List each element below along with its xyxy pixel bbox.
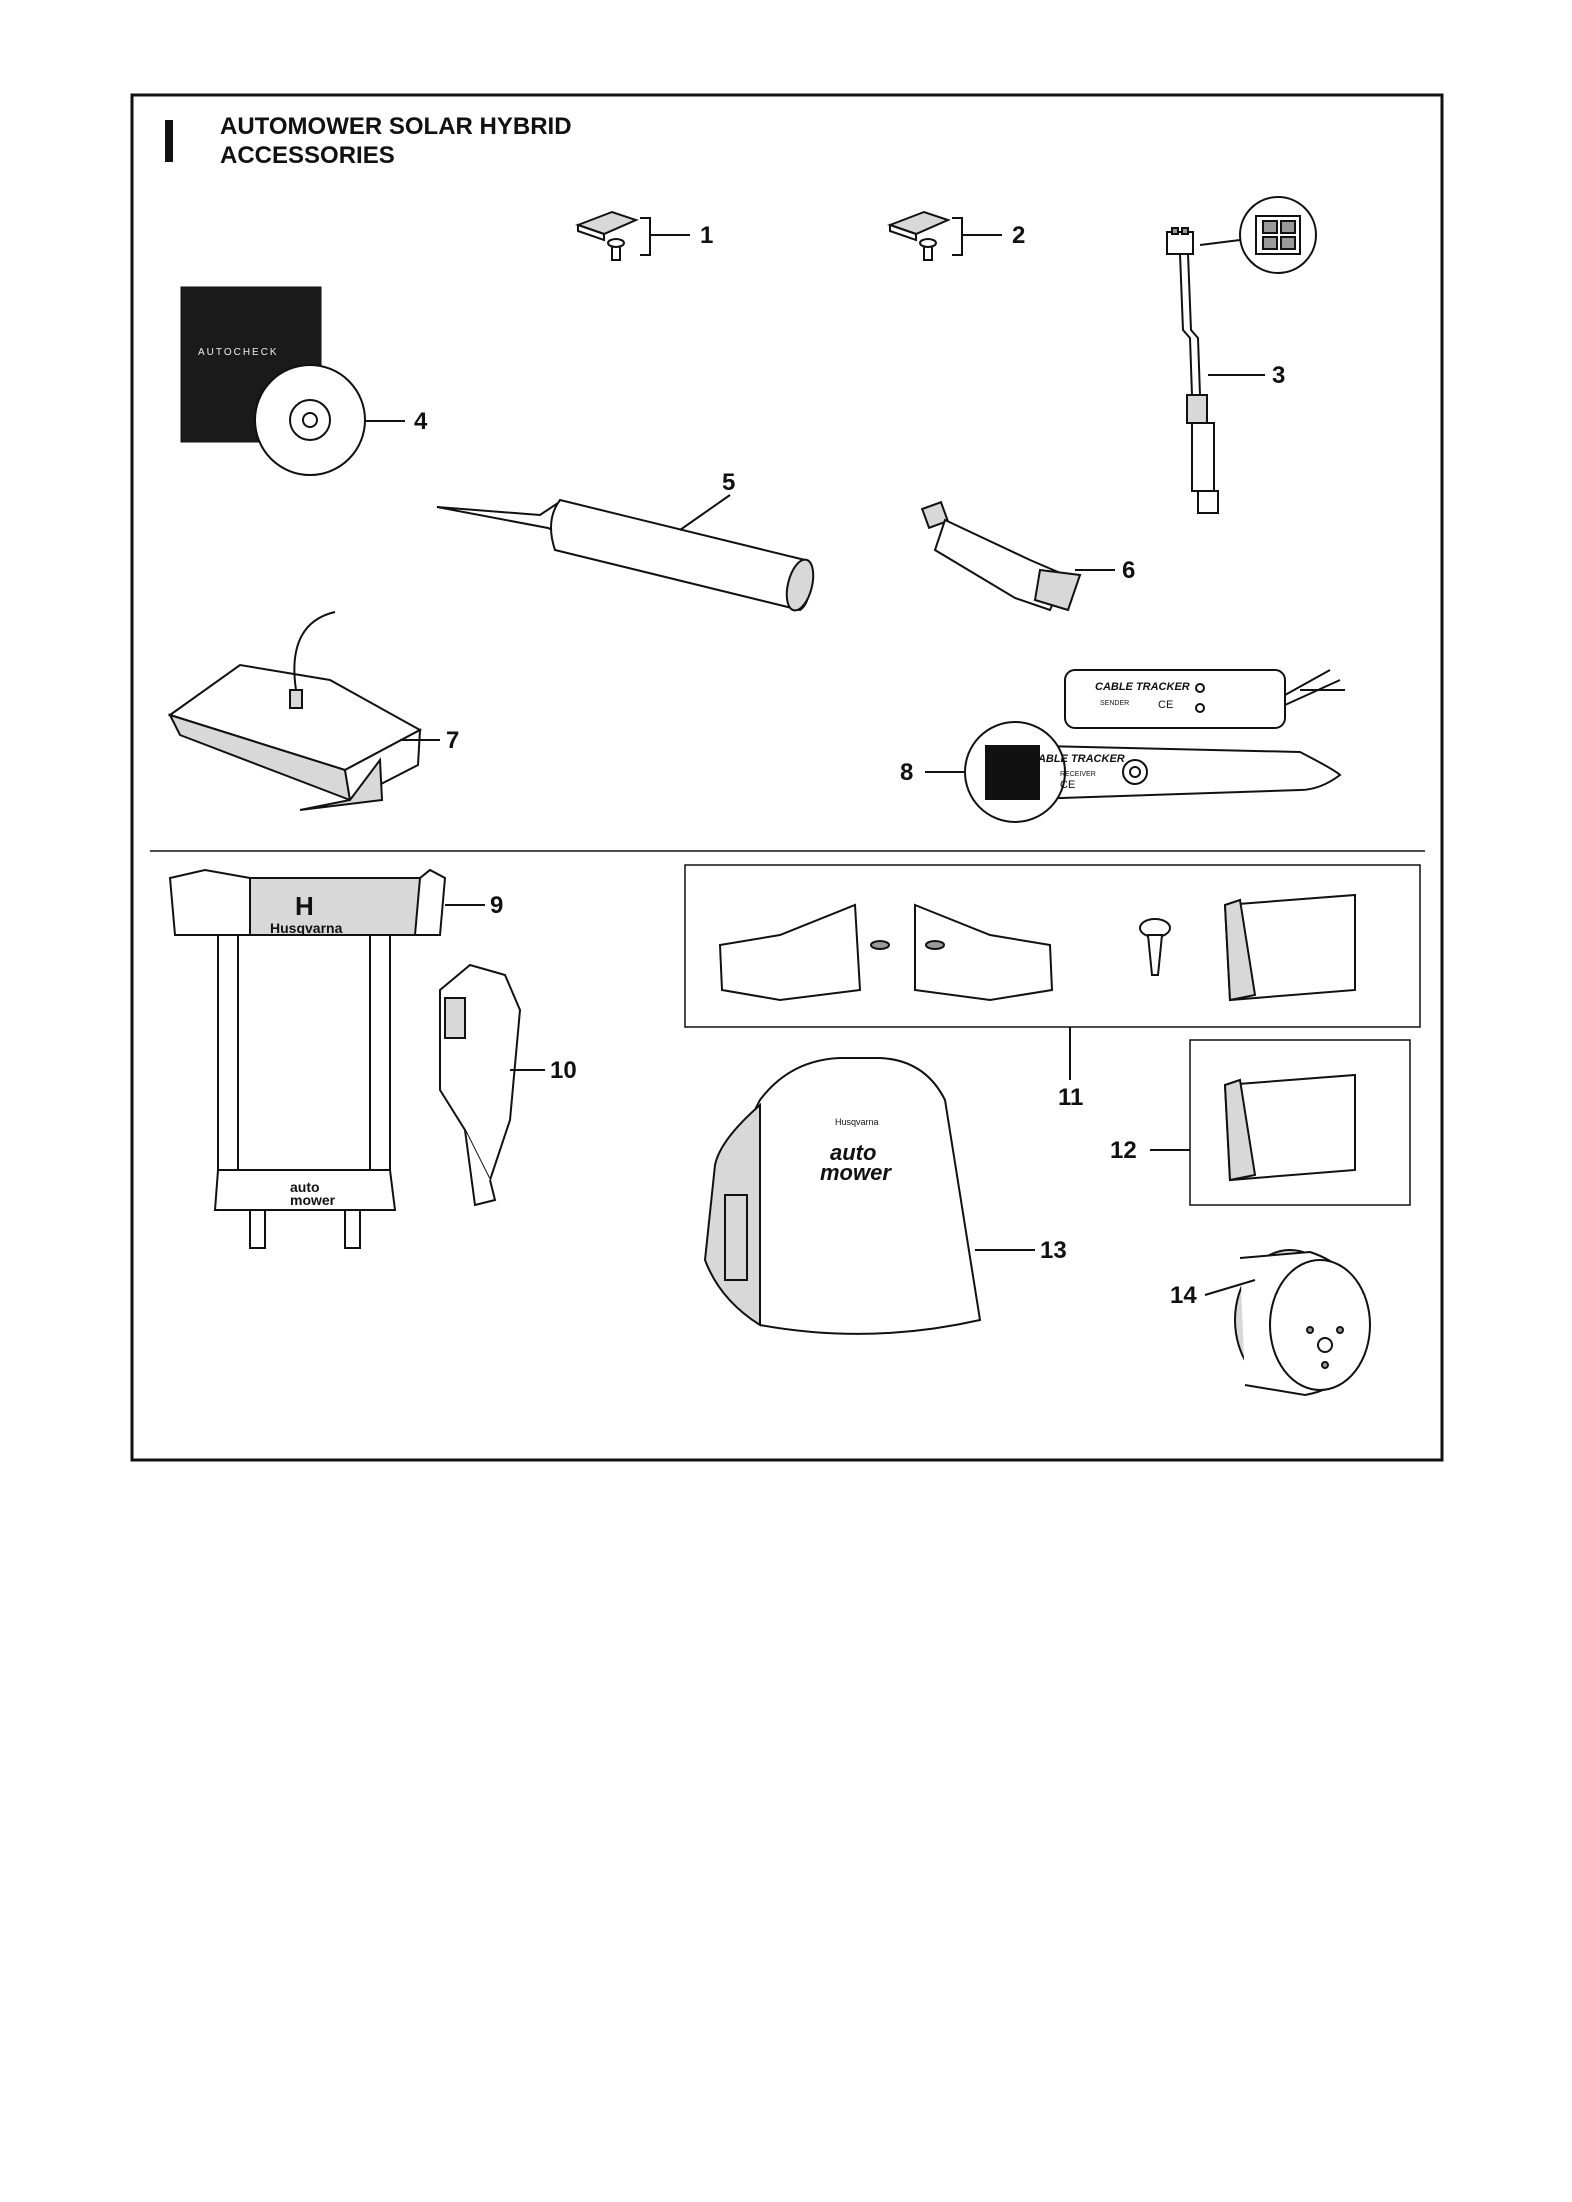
usb-cable	[1166, 196, 1317, 514]
callout-10: 10	[550, 1057, 577, 1084]
solar-plate-cover	[167, 611, 440, 811]
section-letter: I	[0, 0, 1, 1]
blade-set-1	[575, 210, 690, 261]
wall-hanger: H Husqvarna auto mower	[168, 868, 485, 1249]
section-marker	[165, 120, 173, 162]
handle-accessory	[439, 963, 545, 1207]
ce-mark-1: CE	[1158, 699, 1173, 711]
autocheck-dvd: AUTOCHECK	[180, 286, 405, 476]
callout-1: 1	[700, 222, 713, 249]
automower-backpack: Husqvarna auto mower	[703, 1057, 1035, 1335]
callout-12: 12	[1110, 1137, 1137, 1164]
cable-tracker-sender: CABLE TRACKER SENDER CE	[1064, 669, 1345, 729]
bag-logo-mower: mower	[820, 1160, 892, 1185]
hanger-logo-auto: auto	[290, 1179, 320, 1195]
callout-5: 5	[722, 469, 735, 496]
callout-11: 11	[1058, 1084, 1083, 1111]
mounting-brackets	[718, 903, 1054, 1002]
callout-3: 3	[1272, 362, 1285, 389]
cable-tracker-label-1: CABLE TRACKER	[1095, 681, 1190, 693]
wheel	[1204, 1249, 1371, 1397]
callout-4: 4	[414, 408, 428, 435]
hanger-logo-mower: mower	[290, 1192, 336, 1208]
brush-item-11	[1223, 893, 1356, 1002]
bag-brand: Husqvarna	[835, 1117, 879, 1127]
husqvarna-brand: Husqvarna	[270, 920, 343, 936]
cable-tracker-receiver: CABLE TRACKER RECEIVER CE	[925, 721, 1342, 823]
callout-14: 14	[1170, 1282, 1197, 1309]
dvd-cover-text: AUTOCHECK	[198, 347, 279, 358]
bag-logo-auto: auto	[830, 1140, 876, 1165]
callout-6: 6	[1122, 557, 1135, 584]
item-12-box	[1189, 1039, 1411, 1206]
ce-mark-2: CE	[1060, 779, 1075, 791]
blade-set-2	[887, 210, 1002, 261]
item-11-box	[684, 864, 1421, 1028]
grease-tube	[920, 500, 1115, 612]
brush-item-12	[1223, 1073, 1356, 1182]
cable-tracker-label-2: CABLE TRACKER	[1030, 753, 1125, 765]
receiver-label: RECEIVER	[1060, 771, 1096, 778]
page-frame	[130, 93, 1444, 1462]
callout-7: 7	[446, 727, 459, 754]
page-title-line1: AUTOMOWER SOLAR HYBRID	[220, 113, 572, 140]
callout-9: 9	[490, 892, 503, 919]
husqvarna-logo-h: H	[295, 891, 314, 921]
callout-2: 2	[1012, 222, 1025, 249]
sealant-cartridge	[436, 494, 815, 612]
page-title-line2: ACCESSORIES	[220, 142, 395, 169]
sender-label: SENDER	[1100, 700, 1129, 707]
screw-item-11	[1139, 918, 1171, 976]
callout-8: 8	[900, 759, 913, 786]
callout-13: 13	[1040, 1237, 1067, 1264]
